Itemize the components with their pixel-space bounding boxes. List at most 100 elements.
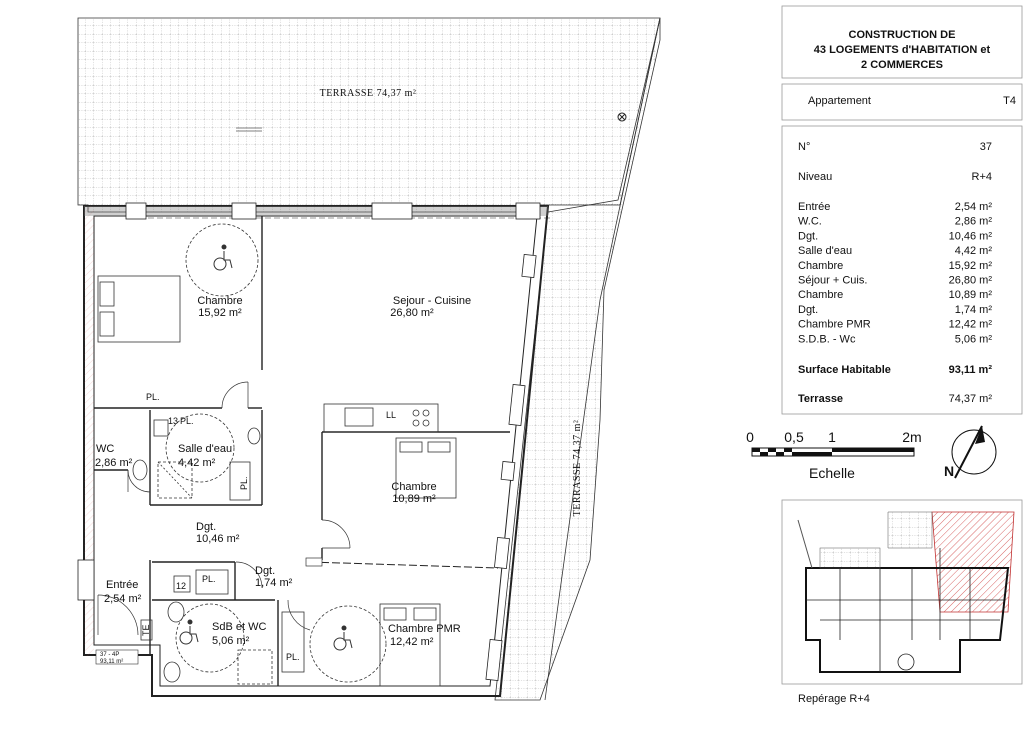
room-area: 2,54 m² xyxy=(104,593,142,605)
title-block: CONSTRUCTION DE 43 LOGEMENTS d'HABITATIO… xyxy=(781,5,1023,79)
surface-name: Entrée xyxy=(798,201,830,213)
surface-value: 26,80 m² xyxy=(949,275,993,287)
room-salle-eau: Salle d'eau 4,42 m² xyxy=(178,443,232,469)
room-area: 1,74 m² xyxy=(255,577,293,589)
terrace-right-label: TERRASSE 74,37 m² xyxy=(572,420,583,517)
room-dgt1: Dgt. 10,46 m² xyxy=(196,521,240,545)
doors xyxy=(97,381,351,636)
room-dgt2: Dgt. 1,74 m² xyxy=(255,565,293,589)
terrace-top-label: TERRASSE 74,37 m² xyxy=(320,88,417,99)
scale-caption: Echelle xyxy=(809,465,855,481)
room-name: Chambre xyxy=(197,295,242,307)
room-area: 4,42 m² xyxy=(178,457,216,469)
surface-value: 4,42 m² xyxy=(955,245,993,257)
small-labels: PL. PL. PL. PL. PL. 13 12 TE LL 37 - 4P … xyxy=(95,392,396,665)
surface-name: S.D.B. - Wc xyxy=(798,333,856,345)
surfaces-box: N° 37 Niveau R+4 Entrée 2,54 m² W.C. 2,86 m… xyxy=(781,125,1023,415)
placard-label: PL. xyxy=(146,392,160,402)
unit-tag: 37 - 4P xyxy=(100,652,119,658)
room-area: 5,06 m² xyxy=(212,635,250,647)
room-name: Dgt. xyxy=(196,521,216,533)
habitable-value: 93,11 m² xyxy=(949,364,993,376)
room-wc: WC 2,86 m² xyxy=(95,443,133,469)
ll-label: LL xyxy=(386,410,396,420)
placard-label: PL. xyxy=(286,652,300,662)
room-name: Chambre PMR xyxy=(388,623,461,635)
room-chambre1: Chambre 15,92 m² xyxy=(197,295,242,319)
placard-label: PL. xyxy=(180,416,194,426)
room-chambre2: Chambre 10,89 m² xyxy=(391,481,436,505)
furniture xyxy=(97,223,457,687)
surface-name: Chambre xyxy=(798,289,843,301)
room-name: SdB et WC xyxy=(212,621,266,633)
room-chambre-pmr: Chambre PMR 12,42 m² xyxy=(388,623,461,648)
scale-bar: 0 0,5 1 2m Echelle xyxy=(746,429,922,481)
room-area: 15,92 m² xyxy=(198,307,242,319)
scale-tick-05: 0,5 xyxy=(784,429,804,445)
apartment-box: Appartement T4 xyxy=(781,83,1023,121)
habitable-label: Surface Habitable xyxy=(798,364,891,376)
wheelchair-icon xyxy=(213,244,233,271)
project-line-3: 2 COMMERCES xyxy=(861,59,943,71)
surface-value: 5,06 m² xyxy=(955,333,993,345)
surface-name: Chambre xyxy=(798,260,843,272)
room-entree: Entrée 2,54 m² xyxy=(104,579,142,605)
apartment-label: Appartement xyxy=(808,95,871,107)
placard-label: PL. xyxy=(239,476,249,490)
surface-name: Chambre PMR xyxy=(798,319,871,331)
level-value: R+4 xyxy=(972,171,993,183)
wheelchair-icon xyxy=(333,625,353,651)
surface-name: Salle d'eau xyxy=(798,245,852,257)
surface-value: 12,42 m² xyxy=(949,319,993,331)
scale-tick-2m: 2m xyxy=(902,429,921,445)
project-line-1: CONSTRUCTION DE xyxy=(849,29,956,41)
scale-tick-0: 0 xyxy=(746,429,754,445)
wheelchair-icon xyxy=(179,619,199,645)
level-label: Niveau xyxy=(798,171,832,183)
te-label: TE xyxy=(141,624,151,636)
stair-number: 12 xyxy=(176,581,186,591)
north-arrow-icon: N xyxy=(944,425,997,479)
placard-label: PL. xyxy=(202,574,216,584)
project-line-2: 43 LOGEMENTS d'HABITATION et xyxy=(814,44,991,56)
surface-value: 10,89 m² xyxy=(949,289,993,301)
surface-name: Séjour + Cuis. xyxy=(798,275,867,287)
room-name: WC xyxy=(96,443,114,455)
surface-name: W.C. xyxy=(798,216,822,228)
locator-caption: Repérage R+4 xyxy=(798,693,870,705)
room-sejour: Sejour - Cuisine 26,80 m² xyxy=(390,295,471,319)
surface-value: 1,74 m² xyxy=(955,304,993,316)
surface-list: Entrée 2,54 m² W.C. 2,86 m² Dgt. 10,46 m² Sall… xyxy=(798,201,992,345)
locator-plan: Repérage R+4 xyxy=(781,499,1023,705)
unit-area-tag: 93,11 m² xyxy=(100,659,123,665)
room-area: 2,86 m² xyxy=(95,457,133,469)
room-name: Salle d'eau xyxy=(178,443,232,455)
number-value: 37 xyxy=(980,141,992,153)
surface-value: 2,86 m² xyxy=(955,216,993,228)
room-name: Dgt. xyxy=(255,565,275,577)
surface-value: 10,46 m² xyxy=(949,230,993,242)
surface-name: Dgt. xyxy=(798,230,818,242)
room-area: 26,80 m² xyxy=(390,307,434,319)
terrasse-value: 74,37 m² xyxy=(949,393,993,405)
drain-icon xyxy=(617,112,627,122)
exterior-walls xyxy=(77,202,550,697)
stair-number: 13 xyxy=(168,416,178,426)
room-name: Sejour - Cuisine xyxy=(393,295,471,307)
interior-walls xyxy=(94,216,510,686)
room-name: Entrée xyxy=(106,579,138,591)
surface-value: 2,54 m² xyxy=(955,201,993,213)
room-area: 10,89 m² xyxy=(392,493,436,505)
room-area: 10,46 m² xyxy=(196,533,240,545)
scale-tick-1: 1 xyxy=(828,429,836,445)
apartment-type: T4 xyxy=(1003,95,1016,107)
surface-value: 15,92 m² xyxy=(949,260,993,272)
terrasse-label: Terrasse xyxy=(798,393,843,405)
room-name: Chambre xyxy=(391,481,436,493)
room-area: 12,42 m² xyxy=(390,636,434,648)
number-label: N° xyxy=(798,141,810,153)
surface-name: Dgt. xyxy=(798,304,818,316)
north-label: N xyxy=(944,463,954,479)
terrace: TERRASSE 74,37 m² TERRASSE 74,37 m² xyxy=(77,17,661,701)
